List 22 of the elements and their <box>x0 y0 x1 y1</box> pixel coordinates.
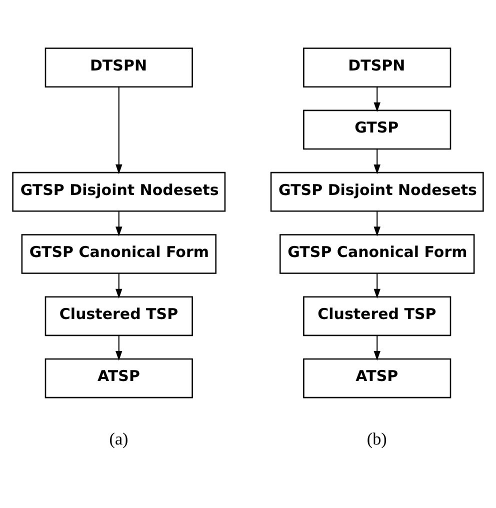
node-box: GTSP <box>303 110 452 150</box>
node-box: Clustered TSP <box>303 296 452 336</box>
node-box: ATSP <box>44 358 193 398</box>
label: (a) <box>109 430 128 448</box>
arrow <box>116 273 122 298</box>
node-box: ATSP <box>303 358 452 398</box>
arrow <box>374 336 380 361</box>
node-box: GTSP Disjoint Nodesets <box>12 172 226 212</box>
label: (b) <box>366 430 387 448</box>
node-box: GTSP Canonical Form <box>280 234 475 274</box>
node-box: DTSPN <box>44 48 193 88</box>
arrow <box>374 149 380 174</box>
arrow <box>116 336 122 361</box>
node-box: DTSPN <box>303 48 452 88</box>
arrow <box>116 87 122 174</box>
node-box: GTSP Canonical Form <box>21 234 216 274</box>
arrow <box>374 273 380 298</box>
node-box: Clustered TSP <box>44 296 193 336</box>
node-box: GTSP Disjoint Nodesets <box>270 172 484 212</box>
arrow <box>116 211 122 236</box>
arrow <box>374 86 380 112</box>
arrow <box>374 211 380 236</box>
